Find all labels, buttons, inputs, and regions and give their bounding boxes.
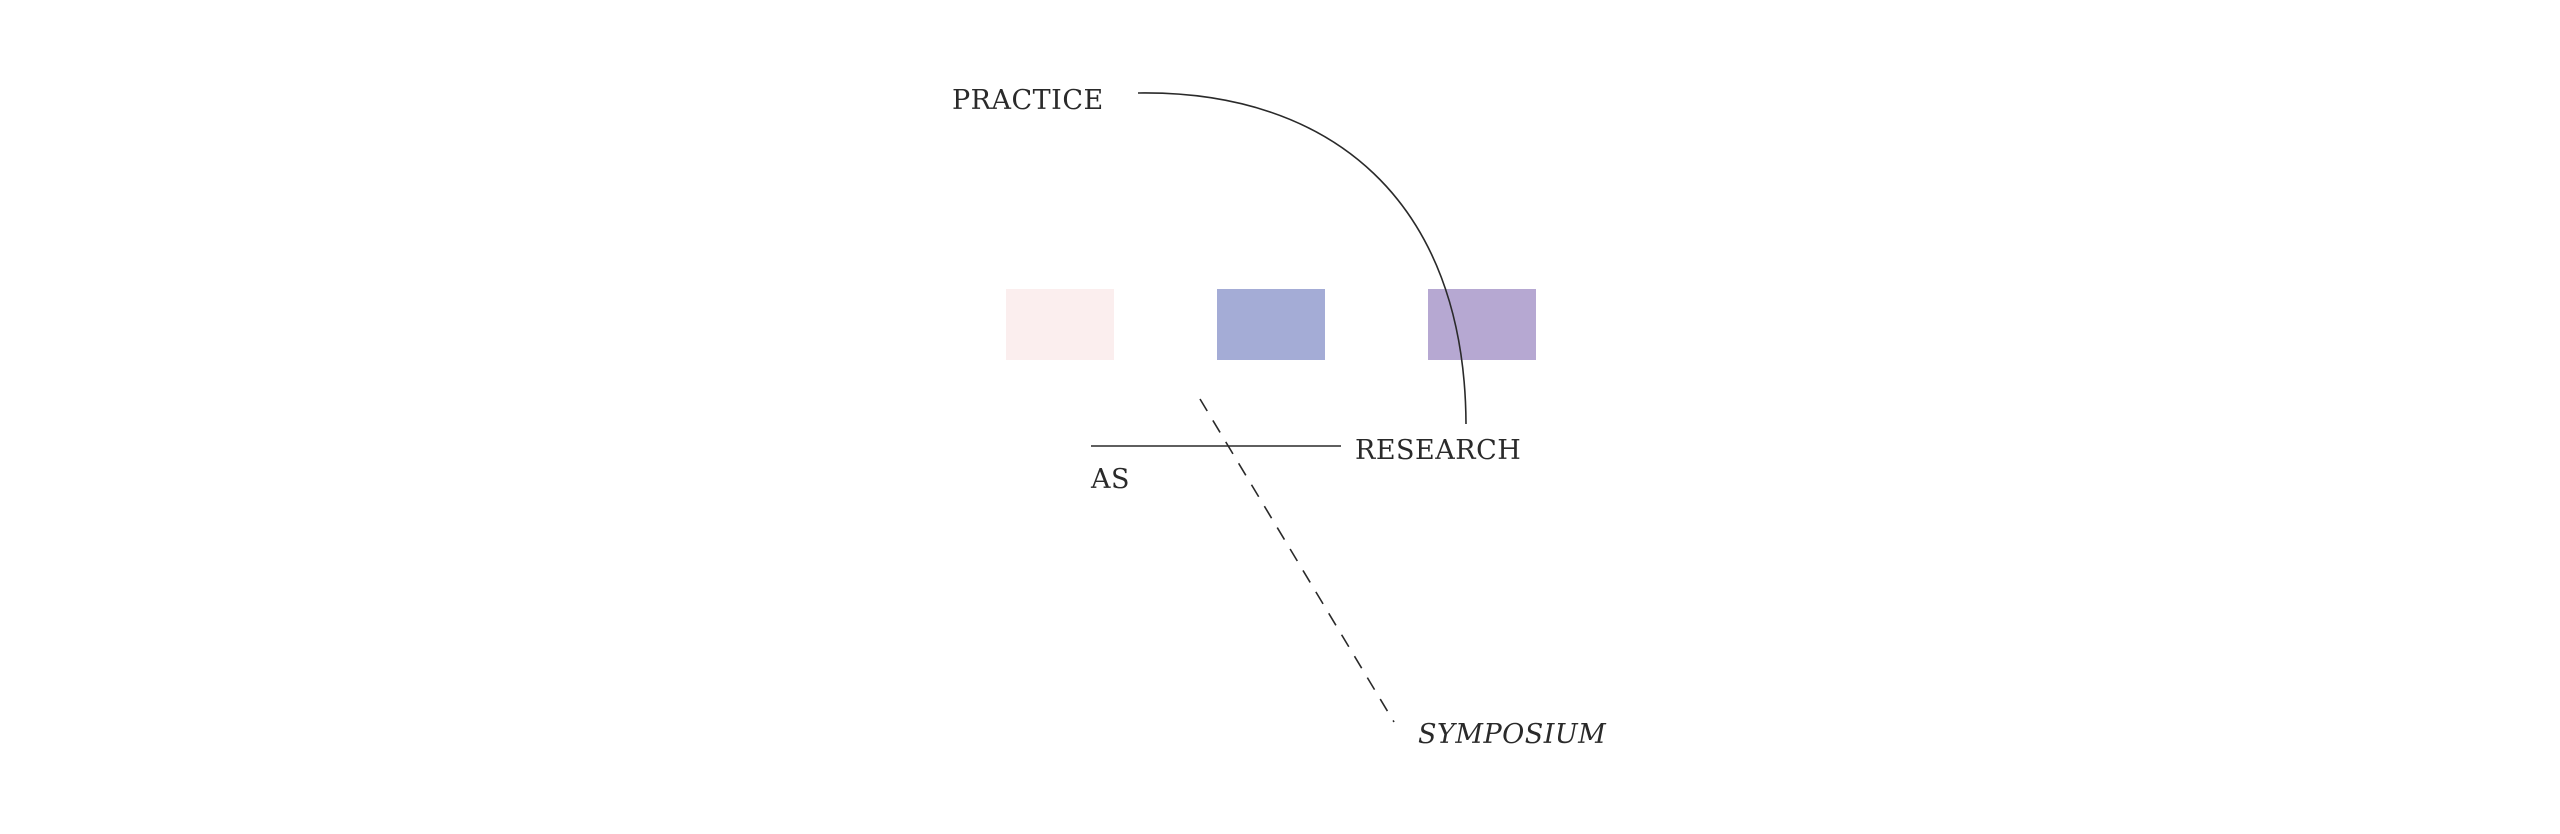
label-research: RESEARCH [1355,435,1522,466]
label-symposium: SYMPOSIUM [1418,719,1607,750]
swatch-1 [1006,289,1114,360]
label-practice: PRACTICE [952,85,1104,116]
symposium-dashed-line [1199,398,1395,723]
label-as: AS [1091,464,1130,495]
practice-research-arc [1137,92,1467,425]
swatch-2 [1217,289,1325,360]
swatch-3 [1428,289,1536,360]
